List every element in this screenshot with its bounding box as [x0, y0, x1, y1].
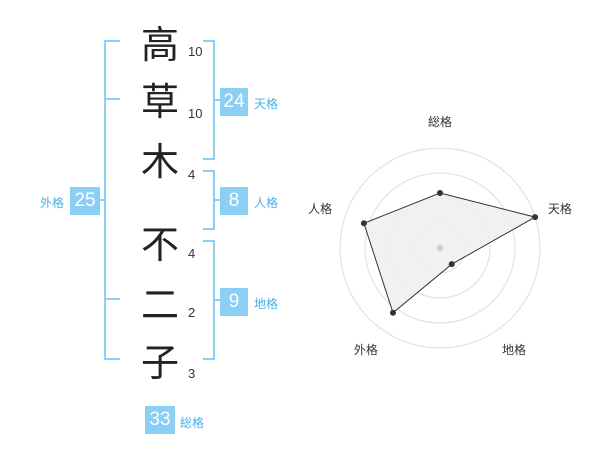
- gaikaku-value: 25: [70, 187, 100, 215]
- radar-axis-label: 外格: [354, 342, 378, 357]
- chikaku-label: 地格: [254, 297, 279, 311]
- radar-axis-label: 天格: [548, 201, 572, 216]
- radar-area: [363, 192, 537, 314]
- name-char-3: 木: [140, 140, 179, 184]
- stroke-count-5: 2: [188, 305, 196, 320]
- stroke-count-1: 10: [188, 44, 203, 59]
- radar-point: [448, 261, 455, 268]
- bracket-tick: [96, 199, 104, 201]
- stroke-count-4: 4: [188, 246, 196, 261]
- tenkaku-value: 24: [220, 88, 248, 116]
- name-char-4: 不: [140, 223, 179, 267]
- radar-ring: [339, 147, 541, 349]
- gaikaku-bracket: [104, 40, 120, 360]
- radar-point: [389, 309, 396, 316]
- chikaku-value: 9: [220, 288, 248, 316]
- radar-axis-label: 総格: [428, 114, 452, 129]
- name-char-5: 二: [140, 283, 179, 327]
- jinkaku-label: 人格: [254, 196, 279, 210]
- jinkaku-value: 8: [220, 187, 248, 215]
- radar-point: [532, 214, 539, 221]
- tenkaku-label: 天格: [254, 97, 279, 111]
- stroke-count-2: 10: [188, 106, 203, 121]
- bracket-tick: [213, 299, 221, 301]
- stroke-count-6: 3: [188, 366, 196, 381]
- soukaku-value: 33: [145, 406, 175, 434]
- bracket-tick: [104, 298, 120, 300]
- radar-ring: [364, 172, 516, 324]
- bracket-tick: [213, 199, 221, 201]
- name-char-6: 子: [140, 341, 179, 385]
- stroke-count-3: 4: [188, 167, 196, 182]
- radar-axis-label: 人格: [308, 201, 332, 216]
- radar-axis-label: 地格: [502, 342, 526, 357]
- gaikaku-label: 外格: [40, 196, 65, 210]
- radar-center: [437, 245, 443, 251]
- name-char-2: 草: [140, 80, 179, 124]
- name-char-1: 高: [140, 23, 179, 67]
- radar-point: [437, 190, 443, 196]
- bracket-tick: [104, 98, 120, 100]
- radar-point: [360, 220, 367, 227]
- bracket-tick: [213, 99, 221, 101]
- soukaku-label: 総格: [180, 416, 205, 430]
